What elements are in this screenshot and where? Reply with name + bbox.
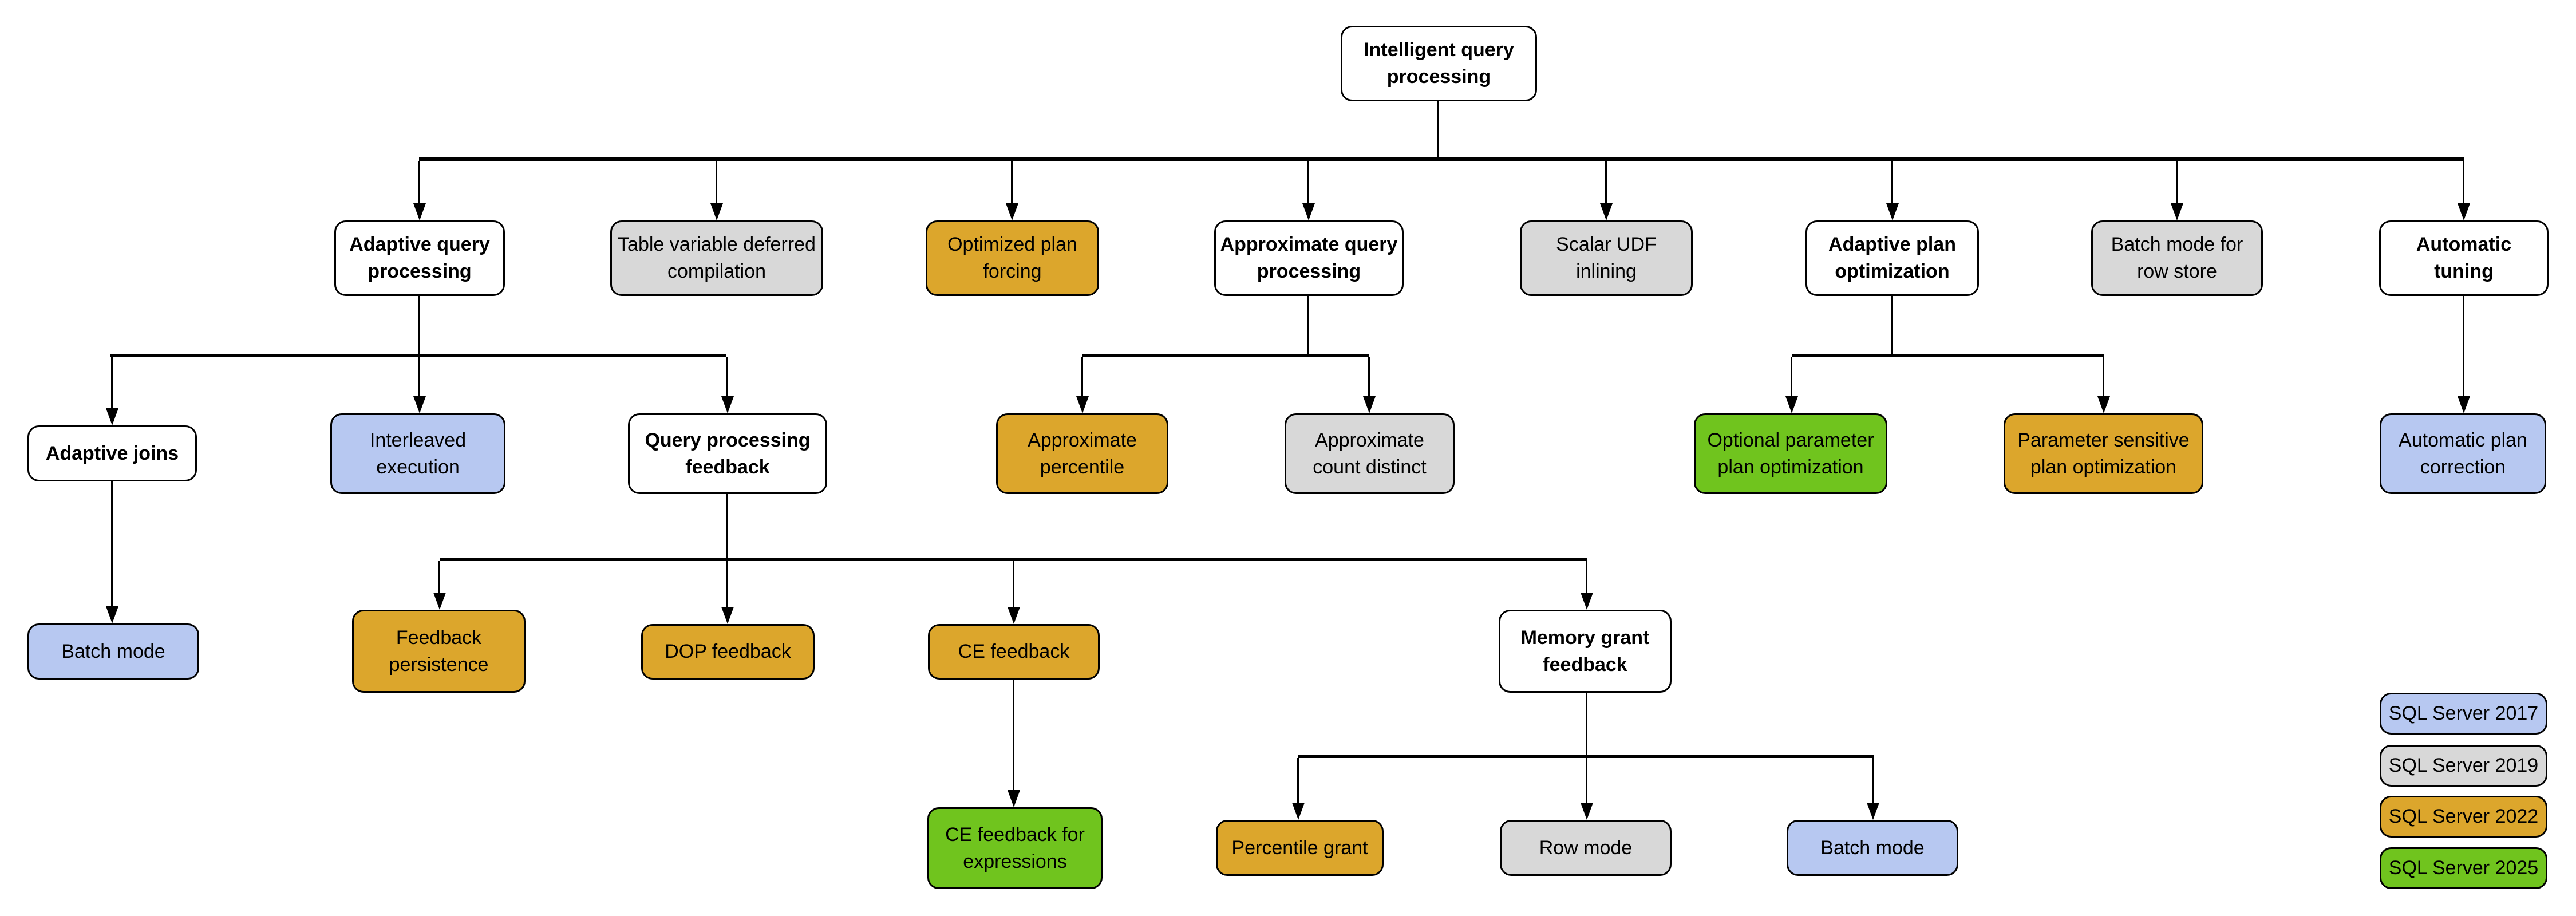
node-interleaved-execution: Interleaved execution xyxy=(330,413,505,494)
connector-line xyxy=(726,357,728,396)
connector-line xyxy=(1013,561,1014,607)
connector-line xyxy=(111,481,113,606)
arrowhead-icon xyxy=(2171,203,2183,220)
node-approximate-count-distinct: Approximate count distinct xyxy=(1285,413,1455,494)
connector-line xyxy=(1368,357,1370,396)
arrowhead-icon xyxy=(2458,203,2470,220)
node-feedback-persistence: Feedback persistence xyxy=(352,610,526,693)
connector-line xyxy=(1307,161,1309,204)
connector-bus xyxy=(440,558,1587,561)
arrowhead-icon xyxy=(1867,803,1879,820)
connector-bus xyxy=(419,157,2464,161)
arrowhead-icon xyxy=(1581,593,1593,610)
connector-line xyxy=(418,296,420,354)
connector-line xyxy=(1605,161,1607,204)
arrowhead-icon xyxy=(106,606,118,623)
arrowhead-icon xyxy=(2097,396,2110,413)
connector-line xyxy=(418,161,420,204)
connector-line xyxy=(2176,161,2178,204)
arrowhead-icon xyxy=(1363,396,1376,413)
node-scalar-udf-inlining: Scalar UDF inlining xyxy=(1520,220,1693,296)
connector-line xyxy=(1013,680,1014,790)
node-ce-feedback: CE feedback xyxy=(928,624,1100,680)
arrowhead-icon xyxy=(413,203,426,220)
node-adaptive-query-processing: Adaptive query processing xyxy=(334,220,505,296)
connector-line xyxy=(1011,161,1013,204)
node-query-processing-feedback: Query processing feedback xyxy=(628,413,827,494)
arrowhead-icon xyxy=(1600,203,1613,220)
arrowhead-icon xyxy=(721,607,734,624)
node-approximate-percentile: Approximate percentile xyxy=(996,413,1168,494)
connector-bus xyxy=(1792,354,2104,357)
connector-line xyxy=(1297,758,1299,803)
legend-sql-server-2019: SQL Server 2019 xyxy=(2380,745,2547,787)
arrowhead-icon xyxy=(1292,803,1305,820)
node-adaptive-plan-optimization: Adaptive plan optimization xyxy=(1805,220,1979,296)
node-optimized-plan-forcing: Optimized plan forcing xyxy=(926,220,1099,296)
arrowhead-icon xyxy=(1008,607,1020,624)
arrowhead-icon xyxy=(1006,203,1018,220)
legend-sql-server-2025: SQL Server 2025 xyxy=(2380,847,2547,889)
connector-line xyxy=(1791,357,1792,396)
connector-line xyxy=(716,161,717,204)
connector-line xyxy=(1081,357,1083,396)
connector-line xyxy=(111,357,113,408)
connector-line xyxy=(1586,561,1587,593)
connector-line xyxy=(2103,357,2104,396)
connector-line xyxy=(2463,161,2464,204)
connector-bus xyxy=(110,354,726,357)
arrowhead-icon xyxy=(1076,396,1089,413)
node-optional-parameter-plan-optimization: Optional parameter plan optimization xyxy=(1694,413,1887,494)
connector-line xyxy=(1586,693,1587,755)
node-automatic-plan-correction: Automatic plan correction xyxy=(2380,413,2546,494)
arrowhead-icon xyxy=(1785,396,1798,413)
node-approximate-query-processing: Approximate query processing xyxy=(1214,220,1404,296)
node-parameter-sensitive-plan-optimization: Parameter sensitive plan optimization xyxy=(2004,413,2203,494)
arrowhead-icon xyxy=(433,593,446,610)
arrowhead-icon xyxy=(1302,203,1315,220)
node-intelligent-query-processing: Intelligent query processing xyxy=(1341,26,1537,101)
node-row-mode: Row mode xyxy=(1500,820,1672,876)
arrowhead-icon xyxy=(710,203,723,220)
node-table-variable-deferred-compilation: Table variable deferred compilation xyxy=(610,220,823,296)
arrowhead-icon xyxy=(1008,790,1020,807)
node-dop-feedback: DOP feedback xyxy=(641,624,815,680)
arrowhead-icon xyxy=(106,408,118,425)
connector-line xyxy=(2463,296,2464,396)
connector-line xyxy=(1586,758,1587,803)
connector-line xyxy=(438,561,440,593)
connector-line xyxy=(726,561,728,607)
node-ce-feedback-for-expressions: CE feedback for expressions xyxy=(927,807,1103,889)
connector-line xyxy=(1891,161,1893,204)
connector-line xyxy=(1872,758,1874,803)
node-batch-mode-memory-grant: Batch mode xyxy=(1787,820,1958,876)
node-batch-mode-for-row-store: Batch mode for row store xyxy=(2091,220,2263,296)
connector-line xyxy=(1307,296,1309,354)
node-batch-mode-adaptive-joins: Batch mode xyxy=(27,623,199,680)
arrowhead-icon xyxy=(721,396,734,413)
arrowhead-icon xyxy=(1581,803,1593,820)
connector-line xyxy=(418,357,420,396)
connector-line xyxy=(1437,101,1439,157)
connector-line xyxy=(726,494,728,558)
arrowhead-icon xyxy=(2458,396,2470,413)
node-memory-grant-feedback: Memory grant feedback xyxy=(1499,610,1672,693)
node-automatic-tuning: Automatic tuning xyxy=(2379,220,2549,296)
node-percentile-grant: Percentile grant xyxy=(1216,820,1384,876)
arrowhead-icon xyxy=(413,396,426,413)
legend-sql-server-2017: SQL Server 2017 xyxy=(2380,693,2547,735)
connector-bus xyxy=(1082,354,1369,357)
node-adaptive-joins: Adaptive joins xyxy=(27,425,197,481)
legend-sql-server-2022: SQL Server 2022 xyxy=(2380,796,2547,838)
connector-bus xyxy=(1298,755,1874,758)
arrowhead-icon xyxy=(1886,203,1899,220)
connector-line xyxy=(1891,296,1893,354)
